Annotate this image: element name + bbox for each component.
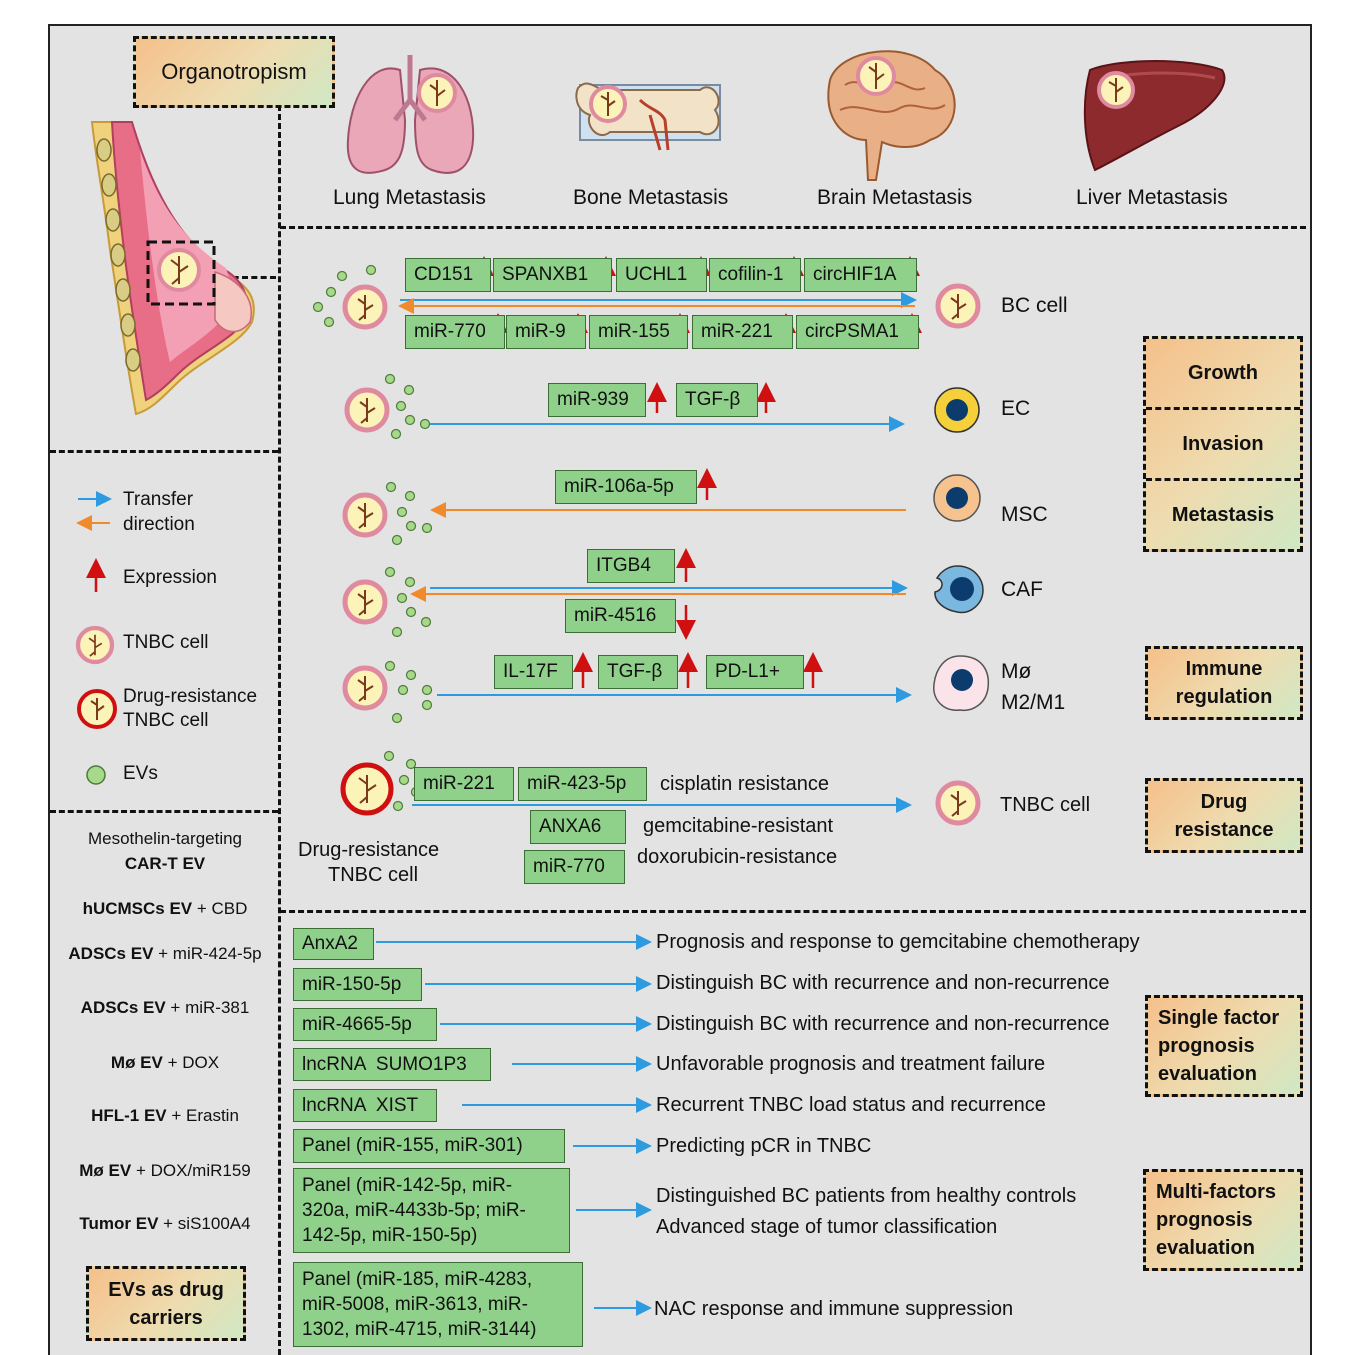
carrier-7: Mø EV + DOX/miR159 [50, 1161, 280, 1181]
category-immune-text: Immune regulation [1166, 655, 1282, 711]
marker-mir-221: miR-221 [692, 315, 793, 349]
marker-tgf-beta-mac: TGF-β [598, 655, 678, 689]
marker-mir-4516: miR-4516 [565, 599, 676, 633]
carrier-7-ev: Mø EV [79, 1161, 131, 1180]
marker-tgf-beta-ec: TGF-β [676, 383, 758, 417]
category-drug-carriers: EVs as drug carriers [86, 1266, 246, 1341]
category-carriers-text: EVs as drug carriers [103, 1276, 229, 1332]
category-multi-text: Multi-factors prognosis evaluation [1156, 1178, 1290, 1262]
prognosis-outcome-8: NAC response and immune suppression [654, 1298, 1013, 1321]
note-doxorubicin: doxorubicin-resistance [637, 846, 837, 869]
legend-tnbc: TNBC cell [123, 632, 209, 654]
marker-cd151: CD151 [405, 258, 491, 292]
legend-transfer-line2: direction [123, 514, 195, 536]
carrier-2-agent: + CBD [192, 899, 247, 918]
category-invasion: Invasion [1146, 410, 1300, 481]
note-cisplatin: cisplatin resistance [660, 773, 829, 796]
prognosis-marker-mir-4665-5p: miR-4665-5p [293, 1008, 437, 1041]
prognosis-outcome-3: Distinguish BC with recurrence and non-r… [656, 1013, 1110, 1036]
marker-pd-l1: PD-L1+ [706, 655, 804, 689]
carrier-4-agent: + miR-381 [166, 998, 250, 1017]
prognosis-outcome-7a: Distinguished BC patients from healthy c… [656, 1185, 1076, 1208]
carrier-5: Mø EV + DOX [50, 1053, 280, 1073]
carrier-2: hUCMSCs EV + CBD [50, 899, 280, 919]
category-immune-regulation: Immune regulation [1145, 646, 1303, 720]
marker-itgb4: ITGB4 [587, 549, 675, 583]
carrier-6-ev: HFL-1 EV [91, 1106, 167, 1125]
prognosis-marker-sumo1p3: lncRNA SUMO1P3 [293, 1048, 491, 1081]
prognosis-marker-panel-185: Panel (miR-185, miR-4283, miR-5008, miR-… [293, 1262, 583, 1347]
category-metastasis: Metastasis [1146, 481, 1300, 549]
drug-source-line2: TNBC cell [328, 864, 418, 887]
carrier-5-agent: + DOX [163, 1053, 219, 1072]
prognosis-marker-panel-142: Panel (miR-142-5p, miR-320a, miR-4433b-5… [293, 1168, 570, 1253]
prognosis-outcome-5: Recurrent TNBC load status and recurrenc… [656, 1094, 1046, 1117]
target-bc-cell: BC cell [1001, 294, 1068, 318]
legend-drug-line1: Drug-resistance [123, 686, 257, 708]
prognosis-marker-xist: lncRNA XIST [293, 1089, 437, 1122]
marker-mir-155: miR-155 [589, 315, 688, 349]
marker-mir-770: miR-770 [405, 315, 505, 349]
note-gemcitabine: gemcitabine-resistant [643, 815, 833, 838]
carrier-3-agent: + miR-424-5p [153, 944, 261, 963]
legend-transfer-line1: Transfer [123, 489, 193, 511]
marker-circpsma1: circPSMA1 [796, 315, 919, 349]
marker-cofilin-1: cofilin-1 [709, 258, 801, 292]
prognosis-outcome-4: Unfavorable prognosis and treatment fail… [656, 1053, 1045, 1076]
carrier-6-agent: + Erastin [167, 1106, 239, 1125]
prognosis-outcome-1: Prognosis and response to gemcitabine ch… [656, 931, 1140, 954]
marker-mir-221-drug: miR-221 [414, 767, 514, 801]
target-macrophage: Mø [1001, 660, 1031, 684]
prognosis-marker-panel-155-301: Panel (miR-155, miR-301) [293, 1129, 565, 1163]
carrier-7-agent: + DOX/miR159 [131, 1161, 251, 1180]
carrier-1-line1: Mesothelin-targeting [50, 829, 280, 849]
marker-spanxb1: SPANXB1 [493, 258, 612, 292]
category-growth: Growth [1146, 339, 1300, 410]
prognosis-marker-mir-150-5p: miR-150-5p [293, 968, 422, 1001]
target-macrophage-subtype: M2/M1 [1001, 691, 1065, 715]
carrier-3-ev: ADSCs EV [68, 944, 153, 963]
carrier-8-ev: Tumor EV [79, 1214, 158, 1233]
marker-il-17f: IL-17F [494, 655, 573, 689]
category-multi-factors: Multi-factors prognosis evaluation [1143, 1169, 1303, 1271]
marker-mir-939: miR-939 [548, 383, 646, 417]
carrier-3: ADSCs EV + miR-424-5p [50, 944, 280, 964]
category-single-factor: Single factor prognosis evaluation [1145, 995, 1303, 1097]
legend-icons [78, 499, 115, 784]
row-ec-arrows [347, 375, 979, 439]
marker-anxa6: ANXA6 [530, 810, 626, 844]
carrier-6: HFL-1 EV + Erastin [50, 1106, 280, 1126]
prognosis-outcome-2: Distinguish BC with recurrence and non-r… [656, 972, 1110, 995]
marker-mir-423-5p: miR-423-5p [518, 767, 647, 801]
legend-expression: Expression [123, 567, 217, 589]
target-ec: EC [1001, 397, 1030, 421]
marker-mir-106a-5p: miR-106a-5p [555, 470, 697, 504]
drug-source-line1: Drug-resistance [298, 839, 439, 862]
marker-mir-770-drug: miR-770 [524, 850, 625, 884]
prognosis-outcome-6: Predicting pCR in TNBC [656, 1135, 871, 1158]
carrier-4: ADSCs EV + miR-381 [50, 998, 280, 1018]
carrier-4-ev: ADSCs EV [81, 998, 166, 1017]
carrier-2-ev: hUCMSCs EV [83, 899, 193, 918]
carrier-1-line2: CAR-T EV [50, 854, 280, 874]
legend-evs: EVs [123, 763, 158, 785]
prognosis-marker-anxa2: AnxA2 [293, 928, 374, 960]
marker-uchl1: UCHL1 [616, 258, 707, 292]
carrier-8: Tumor EV + siS100A4 [50, 1214, 280, 1234]
target-msc: MSC [1001, 503, 1048, 527]
marker-mir-9: miR-9 [506, 315, 586, 349]
legend-drug-line2: TNBC cell [123, 710, 209, 732]
category-drug-text: Drug resistance [1168, 788, 1280, 844]
carrier-8-agent: + siS100A4 [158, 1214, 250, 1233]
carrier-5-ev: Mø EV [111, 1053, 163, 1072]
category-growth-invasion-metastasis: Growth Invasion Metastasis [1143, 336, 1303, 552]
target-tnbc-cell: TNBC cell [1000, 794, 1090, 817]
prognosis-outcome-7b: Advanced stage of tumor classification [656, 1216, 997, 1239]
marker-circhif1a: circHIF1A [804, 258, 917, 292]
category-single-text: Single factor prognosis evaluation [1158, 1004, 1290, 1088]
category-drug-resistance: Drug resistance [1145, 778, 1303, 853]
target-caf: CAF [1001, 578, 1043, 602]
